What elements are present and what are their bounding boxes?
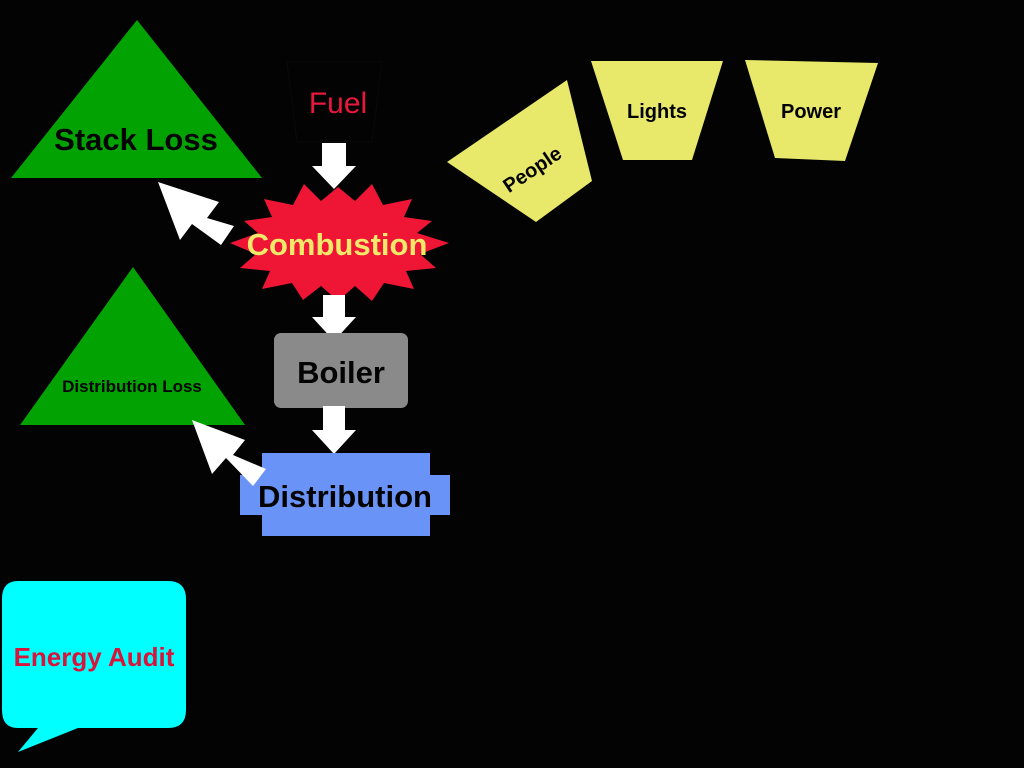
fuel-label: Fuel [309,87,367,120]
arrow-fuel-to-combustion [312,143,356,189]
power-shape [745,60,878,161]
distribution-loss-node: Distribution Loss [20,267,245,425]
people-shape [447,80,592,222]
boiler-label: Boiler [297,355,385,390]
distribution-loss-label: Distribution Loss [62,377,202,396]
power-node: Power [745,60,878,161]
arrow-combustion-to-stack-loss [158,182,234,245]
combustion-shape [230,184,449,301]
people-node: People [447,80,592,222]
distribution-loss-shape [20,267,245,425]
stack-loss-label: Stack Loss [54,122,218,157]
distribution-shape [240,453,450,536]
energy-audit-callout: Energy Audit [2,581,186,752]
energy-audit-bubble [2,581,186,752]
distribution-node: Distribution [240,453,450,536]
combustion-node: Combustion [230,184,449,301]
fuel-node: Fuel [286,61,383,143]
boiler-node: Boiler [274,333,408,408]
power-label: Power [781,101,841,123]
stack-loss-node: Stack Loss [11,20,262,178]
stack-loss-shape [11,20,262,178]
lights-label: Lights [627,101,687,123]
fuel-shape [286,61,383,143]
arrow-combustion-to-boiler [312,295,356,341]
energy-audit-label: Energy Audit [14,642,175,672]
lights-shape [591,61,723,160]
arrow-distribution-to-distribution-loss [192,420,266,486]
distribution-label: Distribution [258,479,432,514]
boiler-shape [274,333,408,408]
combustion-label: Combustion [247,227,428,262]
lights-node: Lights [591,61,723,160]
arrow-boiler-to-distribution [312,406,356,454]
